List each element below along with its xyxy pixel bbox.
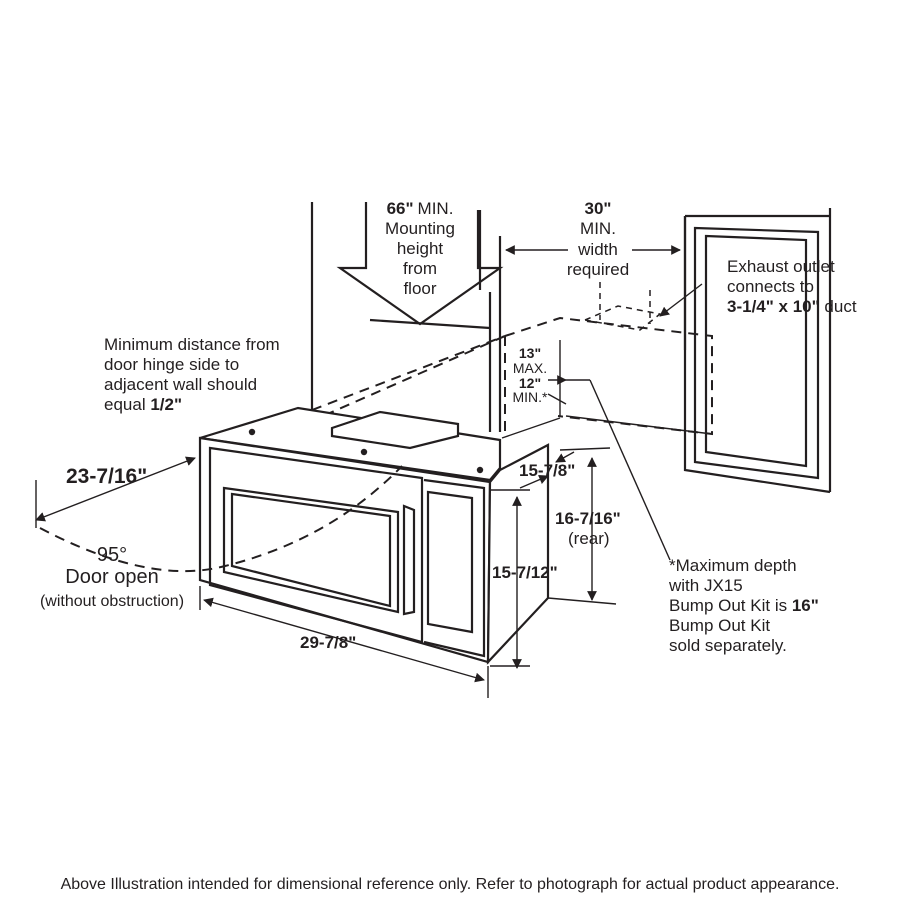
width-line-4: required (567, 260, 629, 279)
hinge-line-2: door hinge side to (104, 355, 239, 374)
mounting-line-3: height (397, 239, 444, 258)
width-value: 30" (585, 199, 612, 218)
front-height-dimension: 15-7/12" (492, 563, 558, 582)
exhaust-duct-word: duct (820, 297, 857, 316)
rear-height-dimension: 16-7/16" (555, 509, 621, 528)
svg-text:66"MIN.: 66"MIN. (387, 199, 454, 218)
note-line-1: *Maximum depth (669, 556, 797, 575)
svg-text:3-1/4" x 10" duct: 3-1/4" x 10" duct (727, 297, 857, 316)
svg-text:equal 1/2": equal 1/2" (104, 395, 182, 414)
bump-out-note: *Maximum depth with JX15 Bump Out Kit is… (668, 556, 819, 655)
hinge-value: 1/2" (150, 395, 182, 414)
note-line-3: Bump Out Kit is (669, 596, 792, 615)
gap-max-label: MAX. (513, 360, 547, 376)
door-reach-dimension: 23-7/16" (66, 465, 147, 488)
disclaimer-footer: Above Illustration intended for dimensio… (60, 876, 840, 893)
mounting-height-value: 66" (387, 199, 414, 218)
hinge-line-3: adjacent wall should (104, 375, 257, 394)
gap-label: 13" MAX. 12" MIN.* (513, 345, 549, 405)
mounting-height-label: 66"MIN. Mounting height from floor (385, 199, 455, 298)
mounting-height-arrow (336, 202, 504, 326)
width-dimension: 29-7/8" (300, 633, 356, 652)
hinge-clearance-label: Minimum distance from door hinge side to… (104, 335, 280, 414)
door-open-text: Door open (65, 566, 158, 588)
adjacent-cabinet (683, 214, 831, 494)
note-line-5: sold separately. (669, 636, 787, 655)
gap-min-value: 12" (519, 375, 541, 391)
door-open-label: 95° Door open (without obstruction) (40, 544, 184, 610)
door-angle: 95° (97, 544, 127, 566)
mounting-line-2: Mounting (385, 219, 455, 238)
exhaust-line-1: Exhaust outlet (727, 257, 835, 276)
hinge-line-4: equal (104, 395, 150, 414)
mounting-line-4: from (403, 259, 437, 278)
gap-max-value: 13" (519, 345, 541, 361)
note-line-4: Bump Out Kit (669, 616, 770, 635)
exhaust-line-2: connects to (727, 277, 814, 296)
exhaust-duct-size: 3-1/4" x 10" (727, 297, 820, 316)
note-line-2: with JX15 (668, 576, 743, 595)
door-open-note: (without obstruction) (40, 593, 184, 610)
mounting-height-min: MIN. (418, 199, 454, 218)
note-depth-value: 16" (792, 596, 819, 615)
svg-text:Bump Out Kit is 16": Bump Out Kit is 16" (669, 596, 819, 615)
width-label: 30" MIN. width required (567, 199, 629, 279)
width-line-3: width (577, 240, 618, 259)
width-line-2: MIN. (580, 219, 616, 238)
door-swing (39, 465, 403, 573)
hinge-line-1: Minimum distance from (104, 335, 280, 354)
rear-height-label: (rear) (568, 529, 610, 548)
mounting-line-5: floor (403, 279, 436, 298)
gap-min-label: MIN.* (513, 389, 549, 405)
depth-dimension: 15-7/8" (519, 461, 575, 480)
microwave (198, 406, 550, 665)
dimension-lines (35, 283, 703, 698)
exhaust-label: Exhaust outlet connects to 3-1/4" x 10" … (727, 257, 857, 316)
